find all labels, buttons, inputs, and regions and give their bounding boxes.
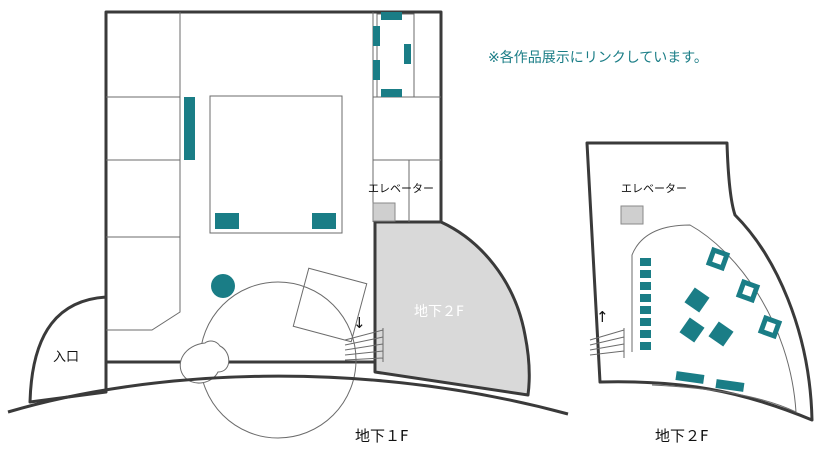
artwork-marker[interactable]: [684, 287, 710, 313]
b1-ground-curve: [7, 374, 569, 416]
artwork-marker[interactable]: [312, 213, 336, 229]
artwork-marker[interactable]: [735, 278, 761, 304]
artwork-marker[interactable]: [640, 318, 651, 326]
artwork-marker[interactable]: [184, 97, 195, 160]
floor-b2: エレベーター ↑ 地下２F: [585, 141, 814, 445]
artwork-marker[interactable]: [640, 270, 651, 278]
central-room: [209, 95, 343, 234]
artwork-marker[interactable]: [675, 371, 705, 384]
artwork-marker[interactable]: [373, 60, 380, 80]
artwork-marker[interactable]: [211, 274, 235, 298]
stairs-b1[interactable]: [344, 328, 384, 362]
elevator-b2: [620, 205, 644, 225]
artwork-marker[interactable]: [381, 89, 402, 97]
stairs-b2[interactable]: [589, 328, 625, 358]
artwork-marker[interactable]: [640, 294, 651, 302]
b2-void-label: 地下２F: [414, 304, 464, 320]
artwork-marker[interactable]: [640, 306, 651, 314]
link-notice: ※各作品展示にリンクしています。: [488, 50, 708, 66]
left-partitions: [106, 12, 181, 331]
artwork-marker[interactable]: [705, 246, 731, 272]
artwork-marker[interactable]: [373, 26, 380, 46]
artwork-marker[interactable]: [640, 258, 651, 266]
artwork-marker[interactable]: [679, 317, 705, 343]
artwork-marker[interactable]: [215, 213, 239, 229]
artwork-marker[interactable]: [640, 342, 651, 350]
artwork-marker[interactable]: [404, 44, 411, 64]
floor-b2-label: 地下２F: [655, 427, 709, 445]
floor-b1-label: 地下１F: [355, 427, 409, 445]
elevator-b2-label: エレベーター: [621, 182, 687, 195]
artwork-marker[interactable]: [640, 282, 651, 290]
b2-void-area: [373, 220, 531, 397]
b1-artworks: [184, 12, 411, 298]
stairs-up-arrow: ↑: [596, 308, 609, 326]
entrance-area: [28, 295, 108, 404]
b2-inner-gallery: [631, 224, 797, 413]
artwork-marker[interactable]: [381, 12, 402, 20]
rotated-room: [292, 267, 368, 343]
elevator-b1: [372, 202, 396, 222]
stairs-down-arrow: ↓: [353, 314, 366, 332]
artwork-marker[interactable]: [757, 314, 783, 340]
entrance-label: 入口: [53, 350, 79, 365]
artwork-marker[interactable]: [640, 330, 651, 338]
elevator-b1-label: エレベーター: [368, 182, 434, 195]
round-room-bump: [179, 340, 230, 384]
artwork-marker[interactable]: [708, 321, 734, 347]
b2-artworks: [640, 246, 783, 392]
artwork-marker[interactable]: [715, 379, 745, 392]
floor-b1: ↓ エレベーター 入口 地下２F 地下１F: [7, 10, 569, 445]
